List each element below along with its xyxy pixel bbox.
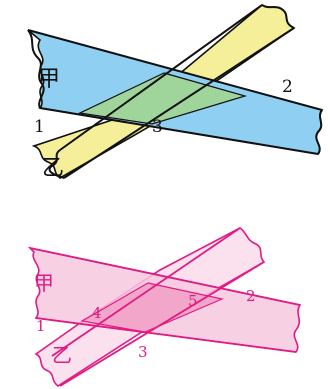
top-label-yi: 乙 [42, 156, 64, 181]
top-angle-3: 3 [152, 117, 163, 137]
top-angle-2: 2 [282, 77, 293, 97]
top-label-jia: 甲 [38, 67, 60, 92]
top-figure: 甲 乙 1 2 3 [28, 5, 322, 181]
bottom-angle-2: 2 [246, 287, 256, 305]
bottom-angle-5: 5 [188, 292, 198, 310]
bottom-angle-4: 4 [92, 304, 102, 322]
bottom-figure: 甲 乙 1 2 3 4 5 [30, 228, 300, 386]
bottom-label-yi: 乙 [52, 343, 72, 367]
top-angle-1: 1 [34, 117, 45, 137]
bottom-angle-3: 3 [138, 343, 148, 361]
bottom-angle-1: 1 [36, 317, 46, 335]
bottom-label-jia: 甲 [34, 271, 54, 295]
